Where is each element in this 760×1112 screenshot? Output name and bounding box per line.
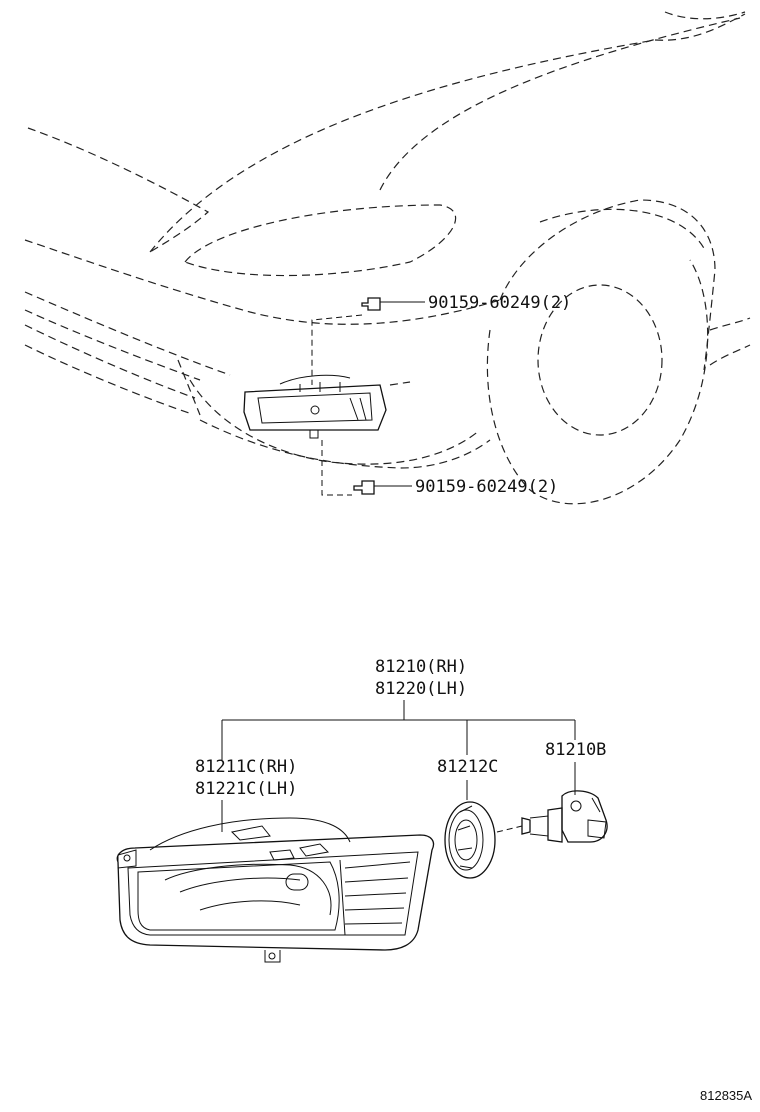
bolt-lower-icon [353, 480, 375, 495]
assembly-rh-label: 81210(RH) [375, 657, 467, 677]
fog-lamp-housing [116, 817, 435, 963]
bolt-upper-label: 90159-60249(2) [428, 293, 571, 313]
fog-lamp-installed [243, 374, 387, 439]
fog-bulb-icon [521, 790, 608, 843]
assembly-lh-label: 81220(LH) [375, 679, 467, 699]
bulb-label: 81210B [545, 740, 606, 760]
leader-bolt-upper-dashed [311, 314, 363, 385]
bolt-lower-label: 90159-60249(2) [415, 477, 558, 497]
lens-rh-label: 81211C(RH) [195, 757, 297, 777]
assembly-axis [496, 825, 523, 833]
bolt-upper-icon [361, 297, 381, 311]
lens-lh-label: 81221C(LH) [195, 779, 297, 799]
socket-label: 81212C [437, 757, 498, 777]
car-front-outline [24, 11, 751, 505]
socket-ring [444, 801, 496, 879]
leader-bolt-lower-dashed [321, 440, 352, 496]
figure-reference: 812835A [700, 1088, 752, 1103]
assembly-leader-tree [221, 700, 576, 760]
